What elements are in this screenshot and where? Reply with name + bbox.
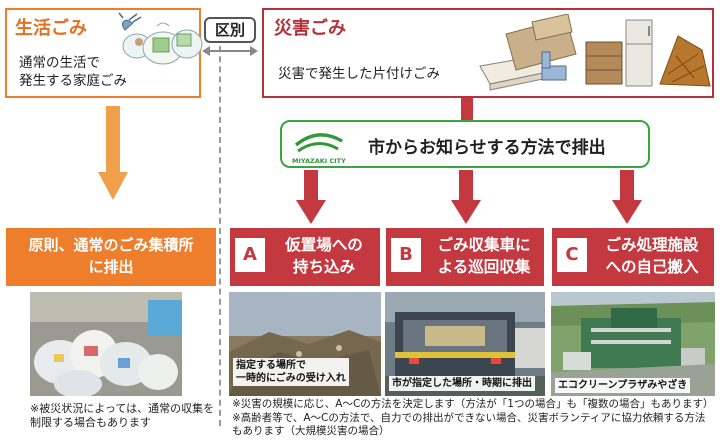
garbage-bags-illustration	[115, 12, 205, 68]
svg-text:MIYAZAKI CITY: MIYAZAKI CITY	[292, 157, 346, 165]
debris-illustration	[476, 14, 712, 94]
arrow-down-icon	[454, 98, 480, 122]
miyazaki-city-logo: MIYAZAKI CITY	[288, 125, 350, 165]
double-arrow-icon	[200, 44, 260, 58]
method-a-box: A 仮置場への 持ち込み	[230, 228, 380, 286]
photo-caption: 指定する場所で 一時的にごみの受け入れ	[233, 358, 349, 386]
method-label: 仮置場への 持ち込み	[272, 234, 376, 278]
city-instruction-box: MIYAZAKI CITY 市からお知らせする方法で排出	[280, 120, 650, 168]
category-divider	[219, 36, 221, 426]
method-letter: B	[391, 238, 421, 272]
method-c-box: C ごみ処理施設 への自己搬入	[552, 228, 714, 286]
arrow-down-icon	[612, 170, 642, 224]
disaster-waste-box: 災害ごみ 災害で発生した片付けごみ	[262, 8, 714, 98]
household-waste-box: 生活ごみ 通常の生活で 発生する家庭ごみ	[5, 8, 201, 98]
temporary-storage-photo: 指定する場所で 一時的にごみの受け入れ	[229, 292, 381, 396]
method-letter: A	[235, 238, 265, 272]
disaster-waste-description: 災害で発生した片付けごみ	[278, 62, 440, 82]
method-label: ごみ収集車に よる巡回収集	[428, 234, 540, 278]
city-instruction-text: 市からお知らせする方法で排出	[368, 133, 606, 158]
arrow-down-icon	[296, 170, 326, 224]
eco-clean-plaza-photo: エコクリーンプラザみやざき	[551, 292, 715, 396]
distinction-label: 区別	[204, 17, 256, 43]
photo-caption: 市が指定した場所・時期に排出	[389, 376, 535, 391]
arrow-down-icon	[451, 170, 481, 224]
photo-caption: エコクリーンプラザみやざき	[555, 378, 690, 393]
disaster-waste-title: 災害ごみ	[274, 14, 346, 40]
method-label: ごみ処理施設 への自己搬入	[594, 234, 710, 278]
household-note: ※被災状況によっては、通常の収集を 制限する場合もあります	[30, 402, 214, 430]
arrow-down-icon	[98, 106, 128, 202]
household-waste-title: 生活ごみ	[15, 14, 87, 40]
household-garbage-photo	[30, 292, 182, 396]
method-letter: C	[557, 238, 587, 272]
household-waste-description: 通常の生活で 発生する家庭ごみ	[19, 54, 127, 90]
household-disposal-box: 原則、通常のごみ集積所 に排出	[6, 228, 216, 286]
garbage-truck-photo: 市が指定した場所・時期に排出	[385, 292, 545, 396]
disaster-notes: ※災害の規模に応じ、A～Cの方法を決定します（方法が「1つの場合」も「複数の場合…	[232, 398, 718, 439]
method-b-box: B ごみ収集車に よる巡回収集	[386, 228, 544, 286]
